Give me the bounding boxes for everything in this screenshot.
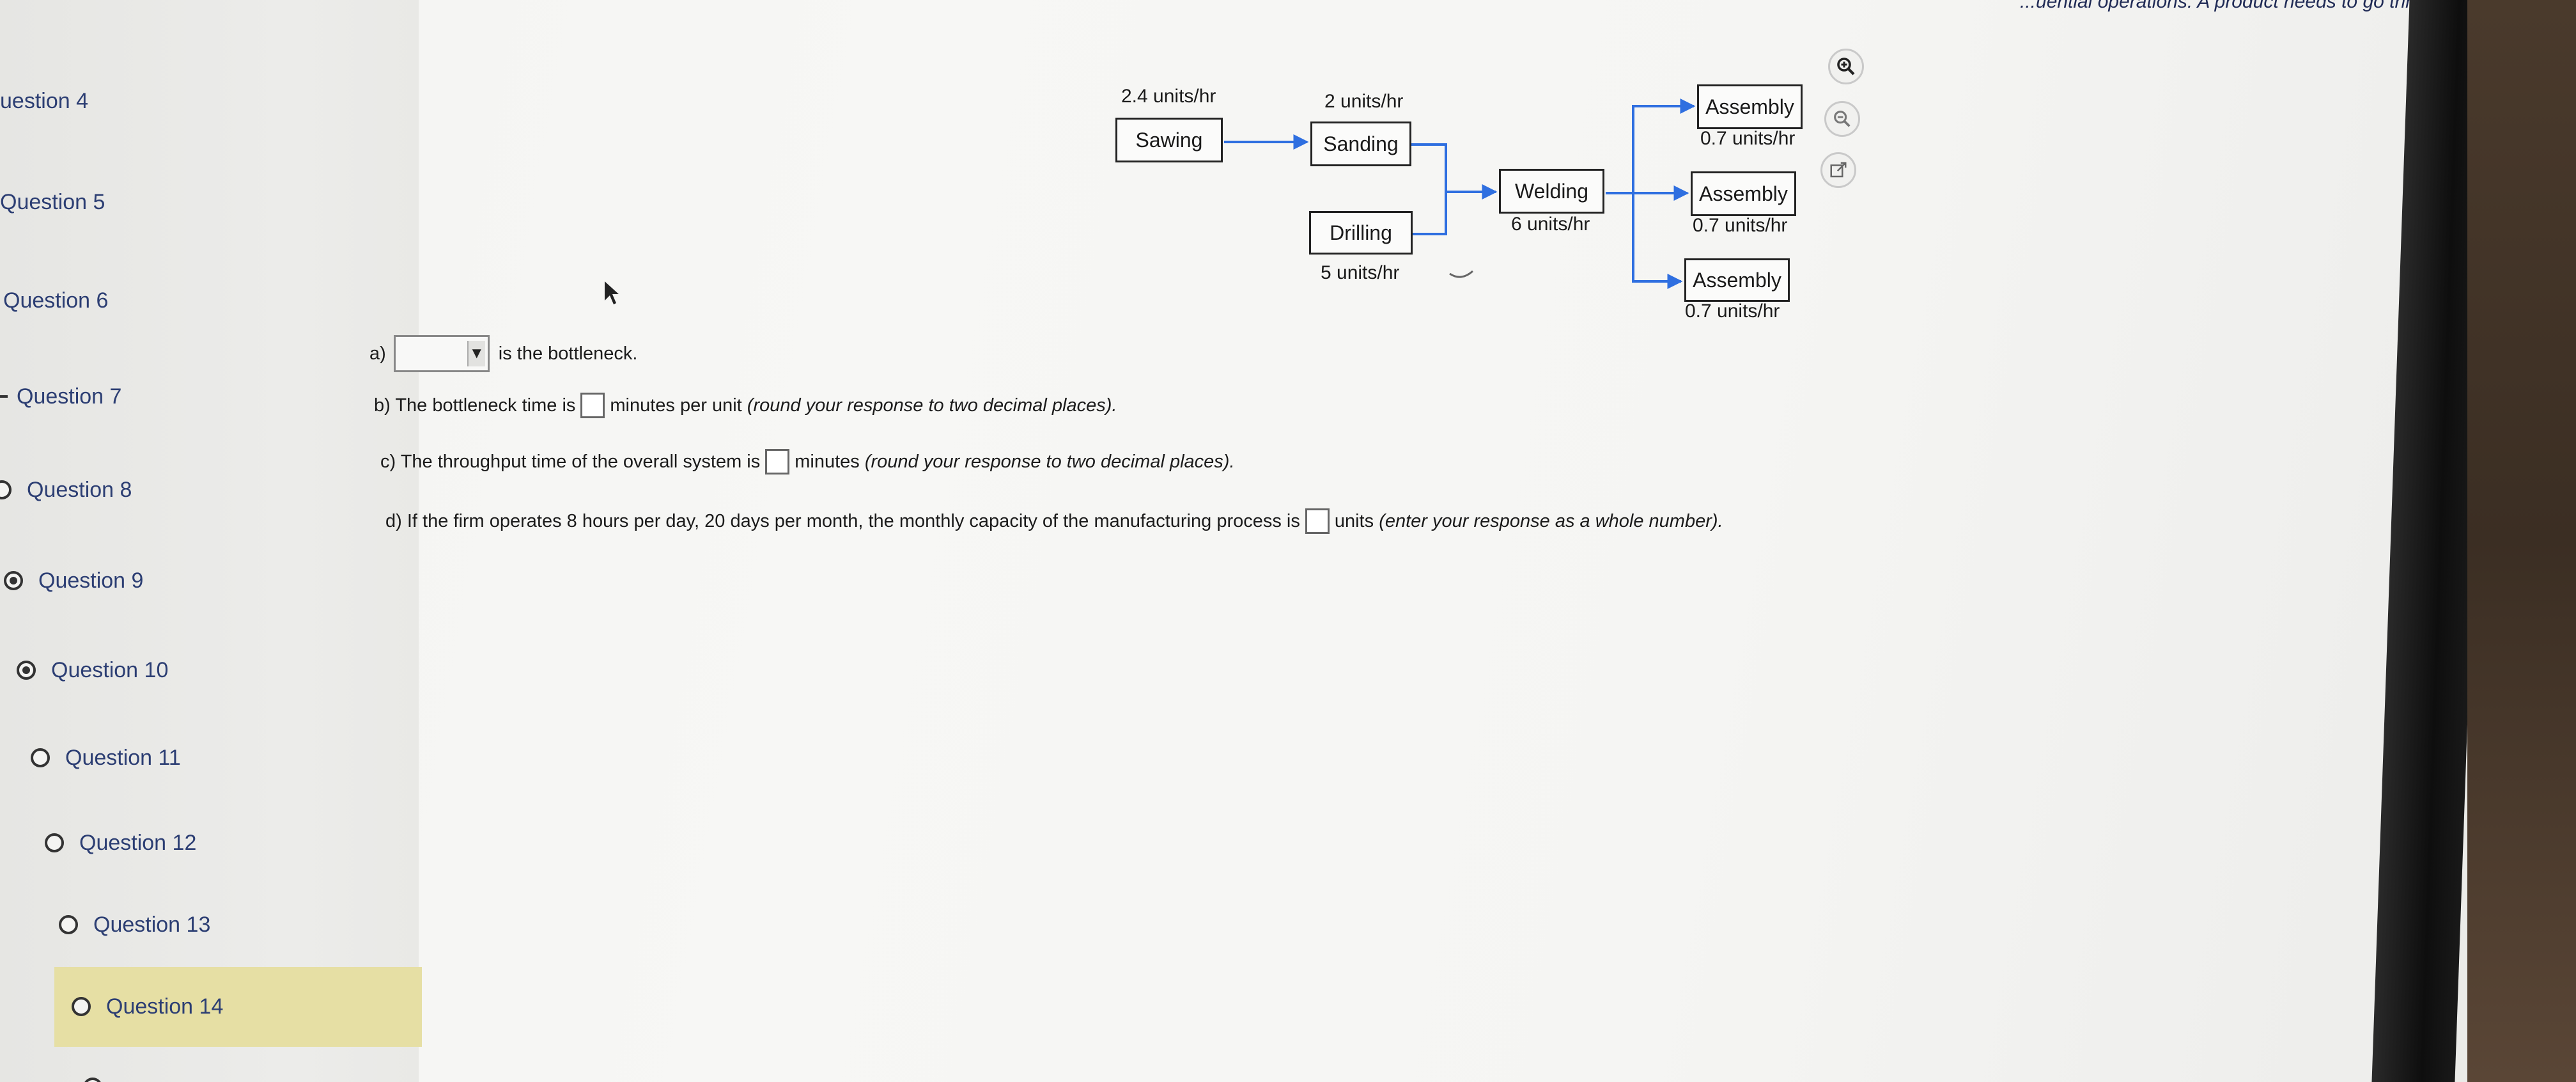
question-d-after: units [1334, 510, 1374, 531]
radio-partial-icon [0, 395, 8, 398]
zoom-out-icon [1834, 111, 1851, 127]
question-a-prefix: a) [369, 343, 386, 364]
question-b: b) The bottleneck time is minutes per un… [374, 393, 1117, 418]
external-link-icon [1830, 162, 1847, 178]
sawing-rate: 2.4 units/hr [1121, 86, 1216, 107]
zoom-in-button[interactable] [1828, 49, 1864, 84]
welding-station: Welding [1499, 169, 1604, 214]
bottleneck-time-input[interactable] [580, 393, 605, 418]
assembly-rate-3: 0.7 units/hr [1685, 301, 1780, 322]
welding-rate: 6 units/hr [1511, 214, 1590, 235]
question-a-text: is the bottleneck. [498, 343, 638, 364]
question-c-after: minutes [795, 451, 860, 472]
question-intro-text: ...uential operations. A product needs t… [2020, 0, 2423, 12]
radio-empty-icon [31, 748, 50, 767]
assembly-station-1: Assembly [1697, 84, 1803, 129]
sidebar-item-label: Question 13 [93, 912, 211, 937]
assembly-station-2: Assembly [1691, 171, 1796, 216]
sanding-station: Sanding [1310, 122, 1411, 166]
question-b-hint: (round your response to two decimal plac… [747, 395, 1117, 416]
sidebar-item-question-9[interactable]: Question 9 [4, 561, 143, 600]
sidebar-item-label: Question 12 [79, 830, 197, 855]
radio-empty-icon [59, 915, 78, 934]
drilling-rate: 5 units/hr [1321, 262, 1400, 283]
popout-button[interactable] [1820, 152, 1856, 188]
question-a: a) ▼ is the bottleneck. [369, 335, 637, 372]
question-c-hint: (round your response to two decimal plac… [864, 451, 1235, 472]
assembly-rate-2: 0.7 units/hr [1693, 215, 1788, 236]
sidebar-item-label: Question 8 [27, 477, 132, 502]
current-question-highlight [54, 967, 422, 1047]
question-b-before: b) The bottleneck time is [374, 395, 576, 416]
radio-filled-icon [4, 571, 23, 590]
radio-empty-icon [45, 833, 64, 852]
question-sidebar: uestion 4 Question 5 Question 6 Question… [0, 0, 422, 1082]
monthly-capacity-input[interactable] [1305, 508, 1330, 534]
radio-empty-icon [72, 997, 91, 1016]
sidebar-item-label: Question 14 [106, 994, 224, 1019]
sidebar-item-label: uestion 4 [0, 88, 88, 113]
question-d-before: d) If the firm operates 8 hours per day,… [385, 510, 1300, 531]
sidebar-item-question-14[interactable]: Question 14 [72, 987, 223, 1026]
question-d-hint: (enter your response as a whole number). [1379, 510, 1723, 531]
sidebar-item-question-5[interactable]: Question 5 [0, 183, 105, 221]
screen: uestion 4 Question 5 Question 6 Question… [0, 0, 2423, 1082]
mouse-cursor-icon [605, 281, 619, 304]
sidebar-item-question-7[interactable]: Question 7 [0, 377, 121, 416]
sidebar-item-question-11[interactable]: Question 11 [31, 739, 181, 777]
zoom-in-icon [1837, 58, 1855, 75]
throughput-time-input[interactable] [765, 449, 790, 474]
background-desk [2467, 0, 2576, 1082]
question-c: c) The throughput time of the overall sy… [380, 449, 1235, 474]
sidebar-item-question-13[interactable]: Question 13 [59, 906, 210, 944]
question-d: d) If the firm operates 8 hours per day,… [385, 508, 1723, 534]
sanding-rate: 2 units/hr [1324, 91, 1404, 112]
question-b-after: minutes per unit [610, 395, 742, 416]
question-c-before: c) The throughput time of the overall sy… [380, 451, 761, 472]
sidebar-item-label: Question 5 [0, 189, 105, 214]
radio-empty-icon [0, 480, 12, 499]
sidebar-item-label: Question 9 [38, 568, 144, 593]
sidebar-item-question-10[interactable]: Question 10 [17, 651, 168, 689]
sidebar-item-label: Question 10 [51, 657, 169, 682]
sidebar-item-question-6[interactable]: Question 6 [3, 281, 108, 320]
sidebar-item-question-12[interactable]: Question 12 [45, 824, 196, 862]
bottleneck-dropdown[interactable]: ▼ [393, 335, 490, 372]
sidebar-item-question-4[interactable]: uestion 4 [0, 82, 88, 120]
sidebar-item-label: Question 6 [3, 288, 109, 313]
sidebar-item-question-15[interactable] [83, 1068, 118, 1082]
sidebar-item-question-8[interactable]: Question 8 [0, 471, 132, 509]
dropdown-arrow-icon: ▼ [467, 341, 485, 366]
drilling-station: Drilling [1309, 211, 1413, 255]
assembly-station-3: Assembly [1684, 258, 1790, 302]
radio-empty-icon [83, 1078, 102, 1082]
radio-filled-icon [17, 661, 36, 680]
sawing-station: Sawing [1115, 118, 1223, 162]
flow-connectors [1224, 98, 1696, 289]
zoom-out-button[interactable] [1824, 101, 1860, 137]
sidebar-item-label: Question 11 [65, 745, 181, 770]
assembly-rate-1: 0.7 units/hr [1700, 128, 1796, 149]
sidebar-item-label: Question 7 [17, 384, 122, 409]
